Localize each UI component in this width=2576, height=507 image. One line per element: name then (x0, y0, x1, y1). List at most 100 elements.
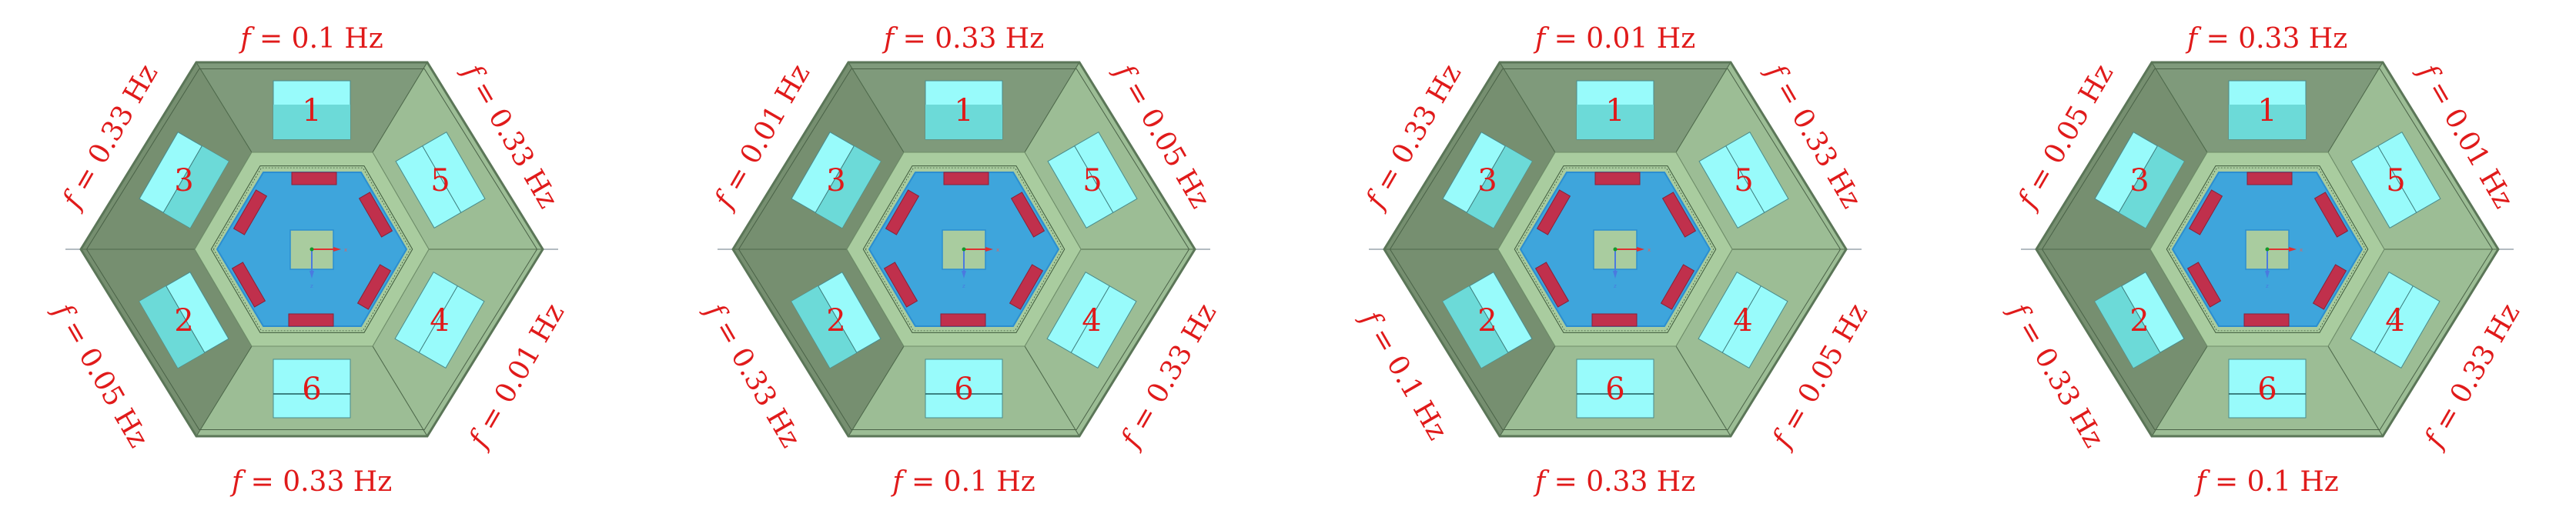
magnet-bar (233, 189, 268, 235)
outer-rim (1389, 68, 1842, 430)
x-axis-arrowhead (1637, 247, 1644, 252)
window-1 (273, 80, 351, 140)
magnet-bar (288, 313, 334, 327)
window-pane (2350, 272, 2441, 369)
window-divider (422, 145, 462, 213)
window-number: 2 (174, 303, 193, 339)
magnet-bar (1660, 264, 1695, 310)
window-divider (166, 285, 206, 353)
x-axis-label: x (344, 247, 347, 253)
window-4 (1698, 272, 1788, 369)
inner-rim (862, 165, 1066, 333)
magnet-bar (883, 262, 918, 308)
window-pane (1698, 272, 1788, 369)
window-3 (791, 132, 882, 228)
window-3 (139, 132, 229, 228)
magnet-bar (940, 313, 986, 327)
window-5 (1047, 132, 1138, 228)
z-axis-arrowhead (309, 271, 314, 279)
z-axis-arrowhead (962, 271, 966, 279)
window-shade (2119, 145, 2184, 228)
window-shade (139, 285, 205, 369)
window-shade (163, 145, 229, 228)
window-4 (1046, 272, 1137, 369)
window-3 (2094, 132, 2185, 228)
window-number: 5 (2386, 163, 2405, 198)
window-2 (2094, 272, 2185, 369)
window-shade (1577, 105, 1654, 139)
x-axis-arrowhead (333, 247, 341, 252)
window-pane (1698, 132, 1789, 228)
window-1 (2228, 80, 2307, 140)
window-number: 4 (430, 303, 449, 339)
frequency-label-bottom: f = 0.33 Hz (1533, 466, 1695, 498)
magnet-bar (1594, 172, 1641, 185)
window-2 (139, 272, 229, 369)
window-6 (273, 359, 351, 419)
inner-rim (210, 165, 413, 333)
window-divider (2118, 145, 2158, 213)
window-number: 2 (826, 303, 845, 339)
window-number: 6 (1605, 372, 1624, 407)
window-2 (1442, 272, 1533, 369)
magnet-bar (2312, 264, 2347, 310)
window-3 (1442, 132, 1533, 228)
inner-rim (212, 167, 411, 332)
magnet-bar (1009, 264, 1044, 310)
window-pane (1047, 132, 1138, 228)
frequency-label-bottom: f = 0.33 Hz (229, 466, 392, 498)
origin-dot (1613, 247, 1618, 252)
z-axis-label: z (962, 283, 965, 289)
window-2 (791, 272, 882, 369)
magnet-bar (943, 172, 989, 185)
magnet-bar (356, 264, 392, 310)
window-number: 3 (826, 163, 845, 198)
window-number: 1 (954, 93, 973, 128)
magnet-bar (1534, 262, 1570, 308)
window-6 (2228, 359, 2307, 419)
window-divider (1466, 145, 1506, 213)
outer-hexagon (1383, 61, 1848, 438)
x-axis-label: x (996, 247, 999, 253)
window-pane (394, 272, 485, 369)
window-divider (418, 285, 458, 353)
window-4 (2350, 272, 2441, 369)
window-shade (2095, 285, 2160, 369)
window-divider (1721, 285, 1761, 353)
window-pane (2350, 132, 2441, 228)
window-number: 1 (1605, 93, 1624, 128)
outer-rim (85, 68, 538, 430)
x-axis-arrowhead (2289, 247, 2297, 252)
x-axis-label: x (2300, 247, 2303, 253)
outer-hexagon (79, 61, 544, 438)
window-number: 6 (954, 372, 973, 407)
window-number: 6 (2257, 372, 2277, 407)
magnet-bar (1661, 192, 1697, 238)
window-5 (395, 132, 486, 228)
window-6 (1576, 359, 1654, 419)
window-shade (791, 285, 857, 369)
window-number: 3 (174, 163, 193, 198)
frequency-label-top: f = 0.1 Hz (238, 23, 383, 55)
z-axis-label: z (2266, 283, 2269, 289)
frequency-label-top: f = 0.01 Hz (1533, 23, 1695, 55)
z-axis-label: z (1614, 283, 1617, 289)
magnet-bar (2313, 192, 2349, 238)
z-axis-label: z (310, 283, 313, 289)
frequency-label-top: f = 0.33 Hz (882, 23, 1044, 55)
window-divider (2121, 285, 2161, 353)
inner-rim (865, 167, 1063, 332)
outer-rim (2041, 68, 2494, 430)
magnet-bar (1536, 189, 1571, 235)
outer-hexagon (731, 61, 1196, 438)
window-pane (925, 359, 1003, 419)
z-axis-arrowhead (1613, 271, 1618, 279)
magnet-bar (358, 192, 393, 238)
window-number: 4 (2385, 303, 2404, 339)
window-divider (1469, 285, 1509, 353)
magnet-bar (231, 262, 266, 308)
window-number: 5 (430, 163, 450, 198)
inner-rim (1514, 165, 1717, 333)
outer-rim (738, 68, 1190, 430)
